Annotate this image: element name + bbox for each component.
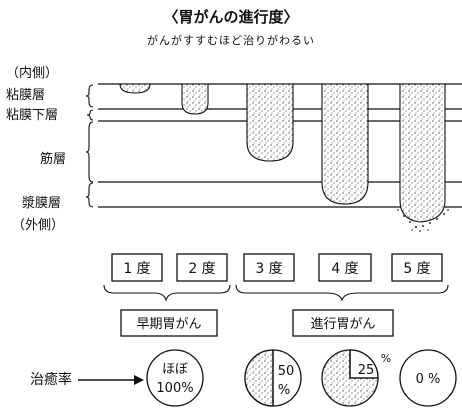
cure-value-3-top: 25 <box>358 363 375 378</box>
group-label-advanced: 進行胃がん <box>310 317 375 332</box>
group-box-early <box>120 309 218 337</box>
stage-label-4: 4 度 <box>331 261 358 277</box>
bracket-serosa <box>85 182 94 208</box>
stage-label-3: 3 度 <box>255 261 282 277</box>
cure-rate-label: 治癒率 <box>30 371 72 388</box>
bracket-muscle <box>85 121 94 183</box>
cure-rate-circles <box>146 349 457 407</box>
page-title: 〈胃がんの進行度〉 <box>163 8 299 26</box>
stage-box-5 <box>391 253 443 282</box>
brace-advanced <box>235 284 449 302</box>
group-braces <box>103 284 449 302</box>
cure-value-2-bottom: % <box>278 383 290 398</box>
brace-early <box>103 284 231 302</box>
stage-box-2 <box>176 253 228 282</box>
group-labels: 早期胃がん 進行胃がん <box>136 317 375 332</box>
layer-label-serosa: 漿膜層 <box>22 196 62 211</box>
stage-label-2: 2 度 <box>188 261 215 277</box>
cure-value-2-top: 50 <box>278 364 295 379</box>
layer-brackets <box>85 84 94 208</box>
cure-rate-arrow <box>78 375 144 385</box>
stage-label-1: 1 度 <box>123 261 150 277</box>
layer-label-muscle: 筋層 <box>40 152 67 167</box>
tumor-stage-3 <box>246 83 294 162</box>
stage-box-3 <box>243 253 295 282</box>
group-label-early: 早期胃がん <box>136 317 201 332</box>
cure-circle-3 <box>321 349 379 407</box>
bracket-mucosa <box>85 84 94 108</box>
cure-rate-values: ほぼ 100% 50 % 25 % 0 % <box>156 352 440 398</box>
subtitle: がんがすすむほど治りがわるい <box>147 34 315 47</box>
tumor-stage-4 <box>321 83 369 205</box>
stage-boxes <box>111 253 443 282</box>
stage-label-5: 5 度 <box>403 261 430 277</box>
stage-box-1 <box>111 253 163 282</box>
cure-circle-1 <box>146 349 204 407</box>
tumor-stage-5 <box>399 83 446 223</box>
tumor-stage-2 <box>181 83 209 115</box>
layer-label-mucosa: 粘膜層 <box>6 88 46 103</box>
cure-value-4: 0 % <box>416 372 441 387</box>
tumor-stage-1 <box>119 83 151 94</box>
cure-value-1-top: ほぼ <box>162 362 188 377</box>
cure-circle-4 <box>399 349 457 407</box>
group-box-advanced <box>292 309 394 337</box>
bracket-submucosa <box>86 109 94 121</box>
cure-value-1-bottom: 100% <box>156 381 193 396</box>
cure-circle-2 <box>244 349 302 407</box>
stage-labels: 1 度 2 度 3 度 4 度 5 度 <box>123 261 430 277</box>
stage-box-4 <box>318 253 372 282</box>
tumors <box>119 83 446 223</box>
tumor-stage-5-spread <box>397 209 449 232</box>
layer-label-outer: （外側） <box>12 218 65 233</box>
layer-label-submucosa: 粘膜下層 <box>6 108 59 123</box>
layer-label-inner: （内側） <box>6 66 59 81</box>
cure-value-3-bottom: % <box>381 352 391 365</box>
